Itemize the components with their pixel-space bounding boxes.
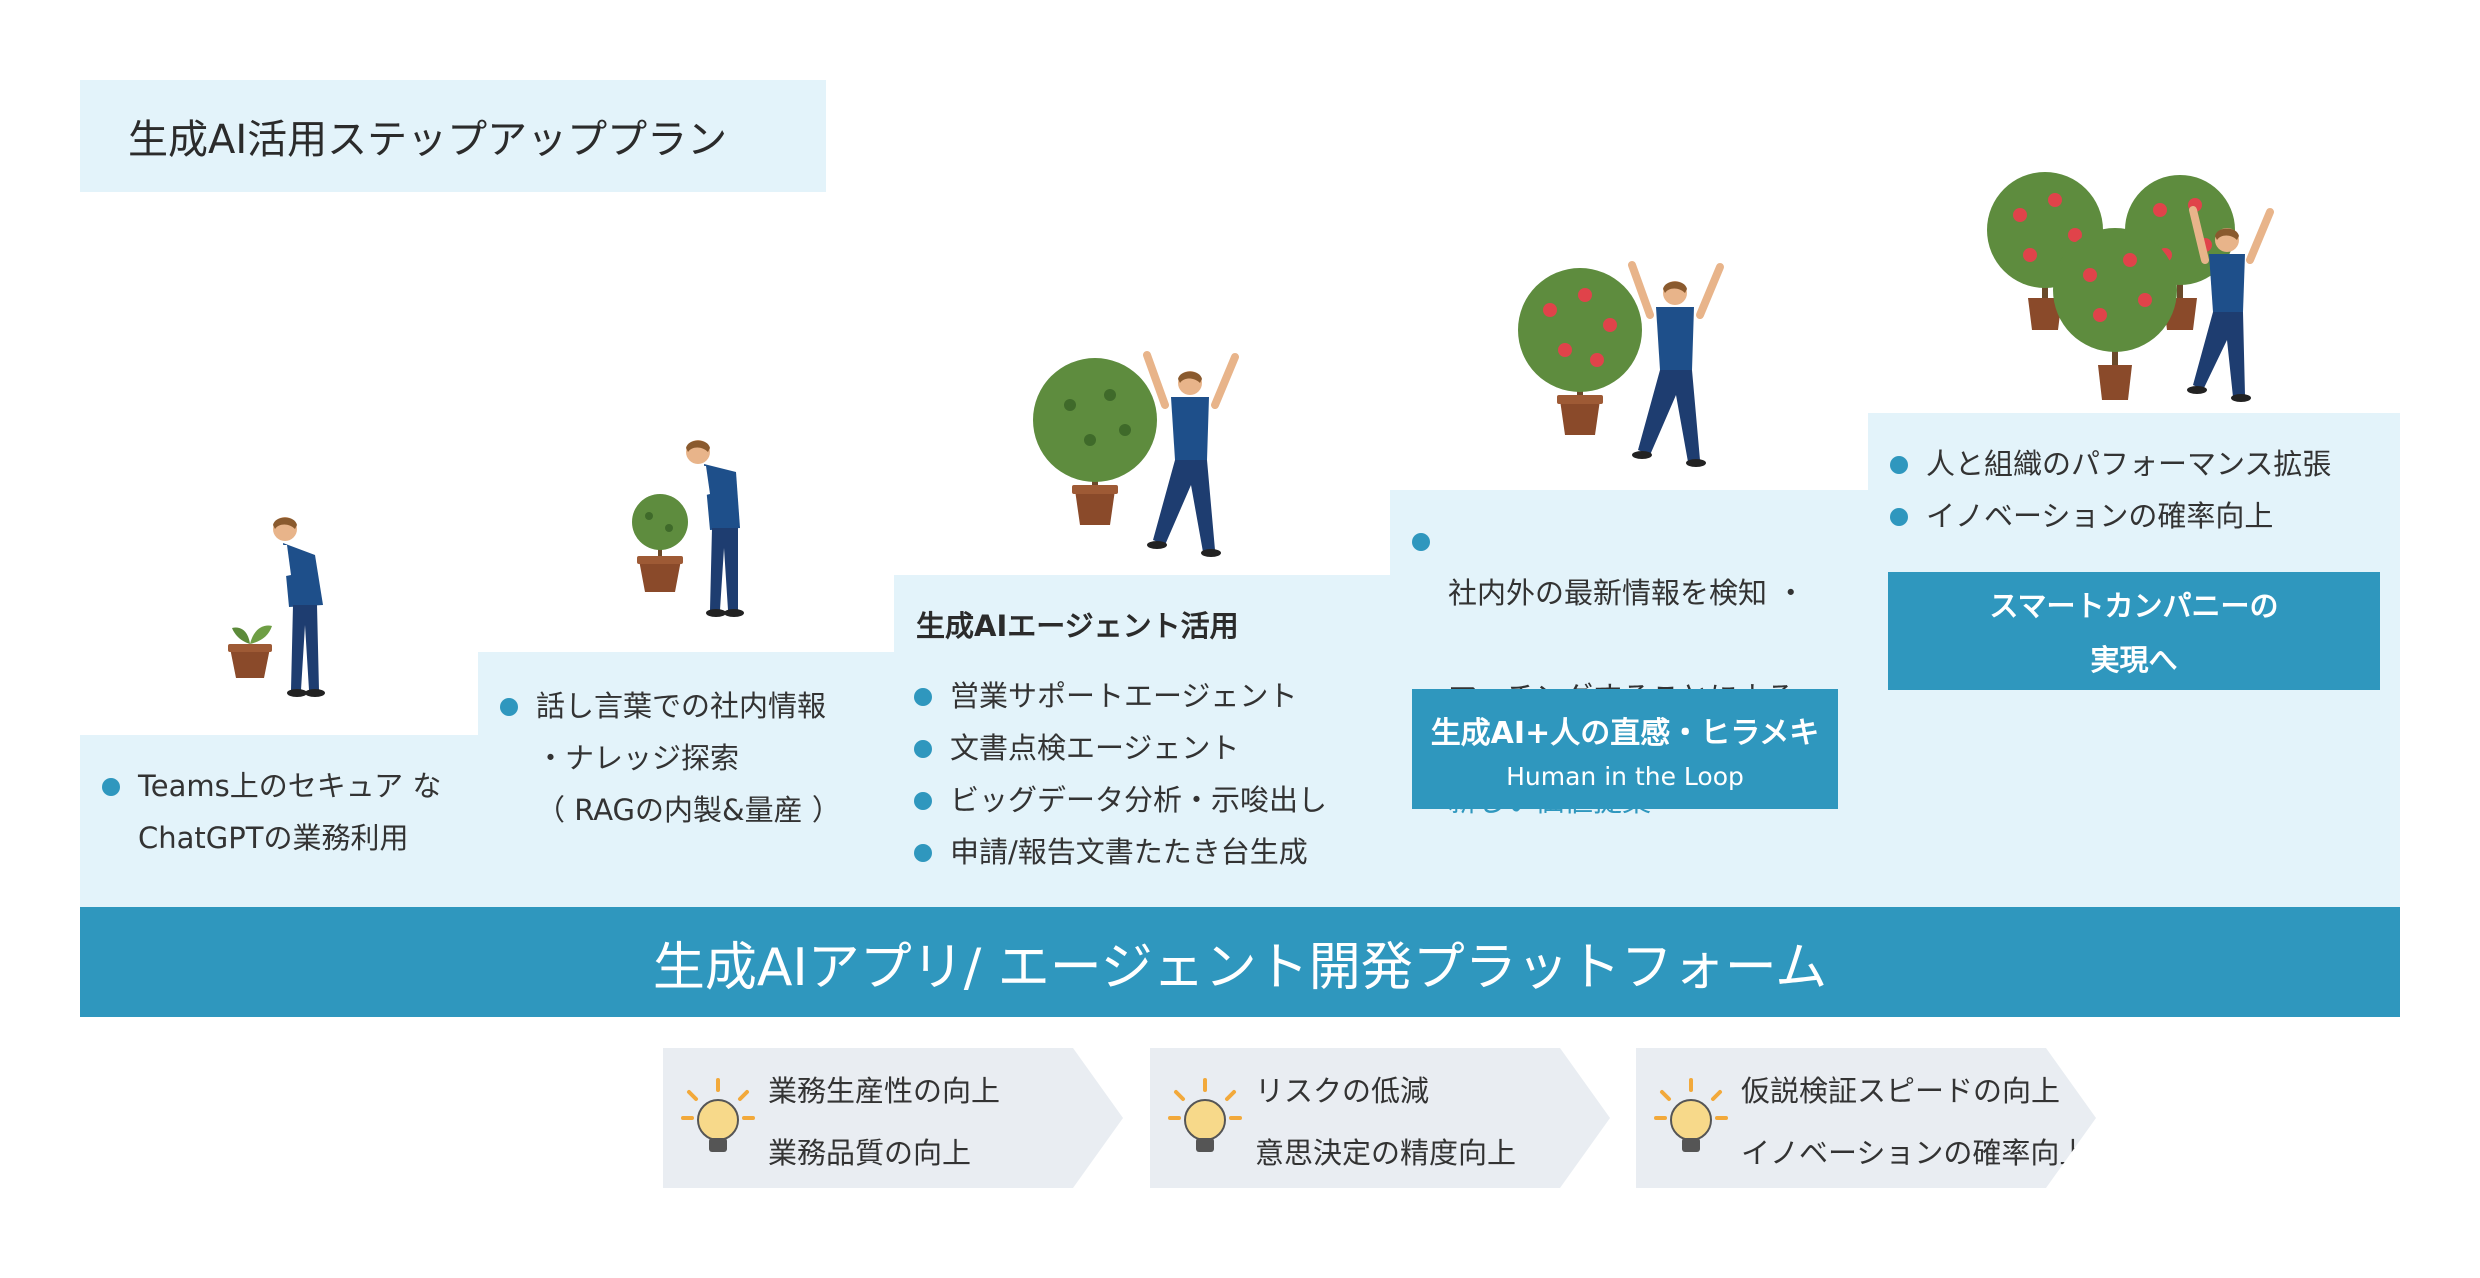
step-4-callout: 生成AI+人の直感・ヒラメキ Human in the Loop	[1412, 689, 1838, 809]
step-5-bullet: イノベーションの確率向上	[1888, 490, 2398, 542]
person-bowing-illustration	[686, 440, 744, 617]
benefit-line-2: 業務品質の向上	[768, 1136, 972, 1170]
step-2-bullet: 話し言葉での社内情報 ・ナレッジ探索 （ RAGの内製&量産 ）	[498, 680, 898, 836]
platform-label: 生成AIアプリ/ エージェント開発プラットフォーム	[652, 937, 1828, 998]
seedling-pot-illustration	[228, 625, 272, 678]
step-3-heading: 生成AIエージェント活用	[916, 609, 1239, 643]
apple-tree-illustration	[1518, 268, 1642, 435]
step-3-bullet: ビッグデータ分析・示唆出し	[912, 774, 1392, 826]
lightbulb-icon	[1654, 1078, 1728, 1152]
step-4-callout-title: 生成AI+人の直感・ヒラメキ	[1430, 715, 1820, 751]
step-5-callout-line-1: スマートカンパニーの	[1989, 589, 2279, 623]
step-1-bullet: Teams上のセキュア な ChatGPTの業務利用	[100, 760, 480, 864]
lightbulb-icon	[681, 1078, 755, 1152]
step-1-panel	[80, 735, 480, 910]
step-5-bullet: 人と組織のパフォーマンス拡張	[1888, 438, 2398, 490]
person-cheering-illustration-3	[2187, 206, 2274, 402]
benefit-line-2: イノベーションの確率向上	[1741, 1136, 2089, 1170]
title-box: 生成AI活用ステップアッププラン	[80, 80, 826, 192]
small-tree-illustration	[632, 494, 688, 592]
benefit-line-1: 業務生産性の向上	[768, 1074, 1001, 1108]
benefit-line-2: 意思決定の精度向上	[1255, 1136, 1517, 1170]
step-3-bullet: 文書点検エージェント	[912, 722, 1392, 774]
medium-tree-illustration	[1033, 358, 1157, 525]
benefit-line-1: リスクの低減	[1255, 1074, 1430, 1108]
person-cheering-illustration-2	[1628, 261, 1724, 467]
step-5-callout-line-2: 実現へ	[2090, 643, 2178, 677]
step-3-bullets: 営業サポートエージェント 文書点検エージェント ビッグデータ分析・示唆出し 申請…	[912, 670, 1392, 878]
orchard-illustration	[1987, 172, 2235, 400]
step-4-line-1: 社内外の最新情報を検知 ・	[1448, 576, 1806, 610]
benefit-chevron: 仮説検証スピードの向上 イノベーションの確率向上	[1636, 1048, 2096, 1188]
step-4-callout-sub: Human in the Loop	[1506, 761, 1744, 791]
step-5-callout: スマートカンパニーの 実現へ	[1888, 572, 2380, 690]
benefit-line-1: 仮説検証スピードの向上	[1741, 1074, 2061, 1108]
platform-bar: 生成AIアプリ/ エージェント開発プラットフォーム	[80, 907, 2400, 1017]
benefit-chevron: リスクの低減 意思決定の精度向上	[1150, 1048, 1610, 1188]
step-3-bullet: 営業サポートエージェント	[912, 670, 1392, 722]
step-3-bullet: 申請/報告文書たたき台生成	[912, 826, 1392, 878]
step-5-bullets: 人と組織のパフォーマンス拡張 イノベーションの確率向上	[1888, 438, 2398, 542]
step-2-panel	[478, 652, 896, 910]
page-title: 生成AI活用ステップアッププラン	[128, 117, 728, 163]
person-watering-illustration	[273, 517, 325, 697]
lightbulb-icon	[1168, 1078, 1242, 1152]
benefit-chevron: 業務生産性の向上 業務品質の向上	[663, 1048, 1123, 1188]
step-2-bullets: 話し言葉での社内情報 ・ナレッジ探索 （ RAGの内製&量産 ）	[498, 680, 898, 836]
step-3-panel	[894, 575, 1392, 910]
person-cheering-illustration	[1143, 351, 1239, 557]
step-1-bullets: Teams上のセキュア な ChatGPTの業務利用	[100, 760, 480, 864]
